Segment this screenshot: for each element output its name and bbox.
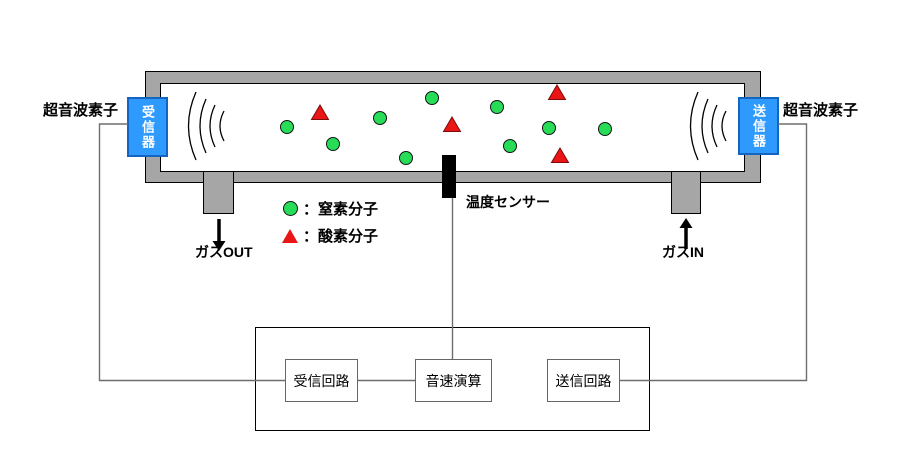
sound-speed-calc-box: 音速演算 xyxy=(415,359,492,402)
gas-inlet-pipe xyxy=(671,170,701,214)
transmit-circuit-box: 送信回路 xyxy=(547,359,620,402)
legend-oxygen: ：酸素分子 xyxy=(282,225,378,246)
receive-circuit-box: 受信回路 xyxy=(285,359,358,402)
oxygen-molecule-icon xyxy=(282,228,298,243)
nitrogen-molecule-icon xyxy=(283,201,298,216)
receiver-transducer: 受信器 xyxy=(127,97,168,157)
gas-in-label: ガスIN xyxy=(662,244,704,260)
legend-nitrogen: ：窒素分子 xyxy=(283,198,378,219)
legend-nitrogen-label: ：窒素分子 xyxy=(303,201,379,218)
temperature-sensor xyxy=(442,155,456,198)
gas-outlet-pipe xyxy=(203,170,234,214)
temperature-sensor-label: 温度センサー xyxy=(466,194,550,210)
right-transducer-label: 超音波素子 xyxy=(783,102,859,119)
left-transducer-label: 超音波素子 xyxy=(43,102,119,119)
legend-oxygen-label: ：酸素分子 xyxy=(303,228,379,245)
gas-out-label: ガスOUT xyxy=(195,244,253,260)
transmitter-transducer: 送信器 xyxy=(738,97,779,155)
